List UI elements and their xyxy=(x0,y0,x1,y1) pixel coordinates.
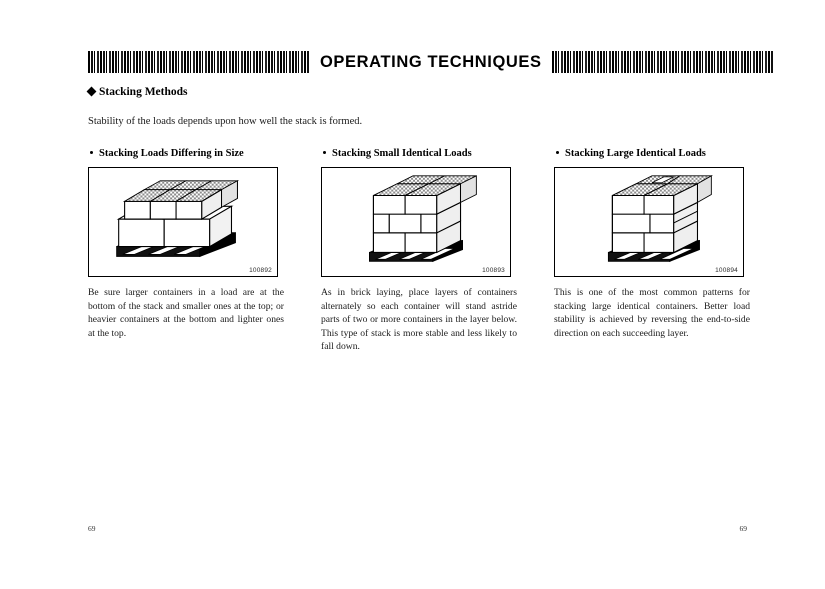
pallet-brick-laying-pattern-illustration: 100893 xyxy=(321,167,511,277)
column-stacking-loads-differing-in-size: Stacking Loads Differing in Size xyxy=(88,148,284,354)
bullet-dot-icon xyxy=(90,151,93,154)
column-stacking-small-identical-loads: Stacking Small Identical Loads xyxy=(321,148,517,354)
column-heading-label: Stacking Large Identical Loads xyxy=(565,148,706,159)
column-body-text: This is one of the most common patterns … xyxy=(554,287,750,339)
figure-number: 100892 xyxy=(249,267,272,274)
figure-number: 100893 xyxy=(482,267,505,274)
page-title: OPERATING TECHNIQUES xyxy=(320,52,542,71)
page-header: OPERATING TECHNIQUES xyxy=(88,50,774,74)
bullet-dot-icon xyxy=(323,151,326,154)
section-heading-label: Stacking Methods xyxy=(99,86,188,98)
column-heading: Stacking Loads Differing in Size xyxy=(88,148,284,159)
pallet-large-identical-boxes-illustration: 100894 xyxy=(554,167,744,277)
column-body-text: As in brick laying, place layers of cont… xyxy=(321,287,517,353)
section-heading: Stacking Methods xyxy=(86,86,188,98)
diamond-bullet-icon xyxy=(86,86,97,97)
figure-number: 100894 xyxy=(715,267,738,274)
stacking-methods-columns: Stacking Loads Differing in Size xyxy=(88,148,750,354)
column-heading: Stacking Small Identical Loads xyxy=(321,148,517,159)
column-body-text: Be sure larger containers in a load are … xyxy=(88,287,284,339)
column-stacking-large-identical-loads: Stacking Large Identical Loads xyxy=(554,148,750,354)
column-heading-label: Stacking Small Identical Loads xyxy=(332,148,472,159)
column-heading-label: Stacking Loads Differing in Size xyxy=(99,148,244,159)
page-number-right: 69 xyxy=(739,524,748,533)
barcode-rule-left-icon xyxy=(88,51,310,73)
bullet-dot-icon xyxy=(556,151,559,154)
barcode-rule-right-icon xyxy=(551,51,774,73)
page-number-left: 69 xyxy=(88,524,96,533)
column-heading: Stacking Large Identical Loads xyxy=(554,148,750,159)
section-intro-text: Stability of the loads depends upon how … xyxy=(88,116,363,127)
pallet-mixed-size-boxes-illustration: 100892 xyxy=(88,167,278,277)
